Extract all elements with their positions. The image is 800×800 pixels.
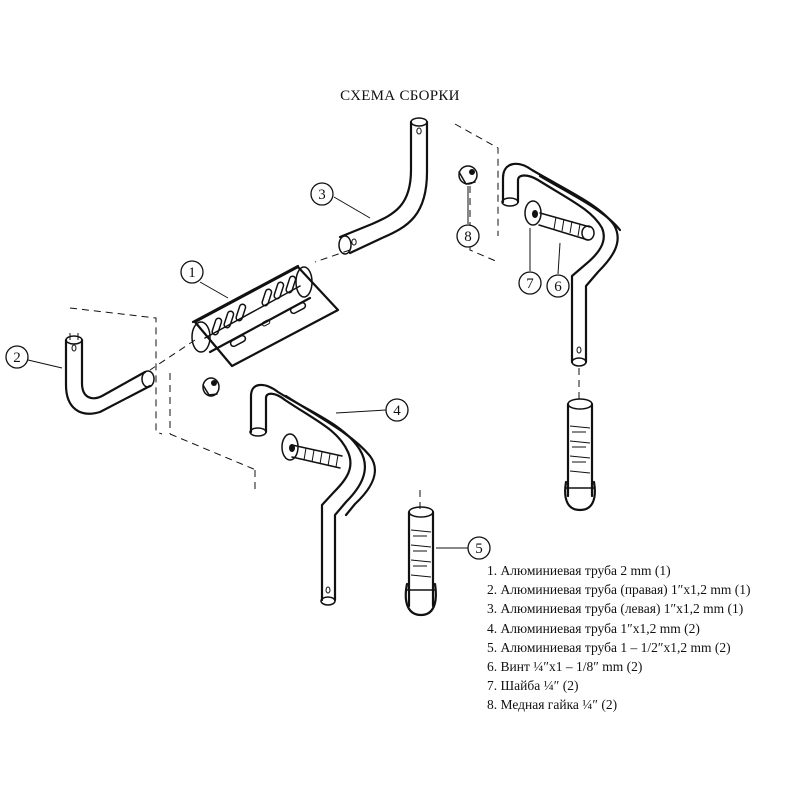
callout-3-label: 3: [318, 187, 326, 203]
callout-1-label: 1: [188, 265, 196, 281]
callout-8-label: 8: [464, 229, 472, 245]
legend-item: 1. Алюминиевая труба 2 mm (1): [487, 563, 671, 578]
part-1-center-plate: [191, 264, 340, 368]
callout-5-circle: [467, 536, 491, 560]
part-8-nut-left: [202, 377, 220, 397]
legend-item: 3. Алюминиевая труба (левая) 1″x1,2 mm (…: [487, 601, 744, 617]
legend-item: 5. Алюминиевая труба 1 – 1/2″x1,2 mm (2): [487, 639, 731, 655]
legend-item: 8. Медная гайка ¼″ (2): [487, 697, 618, 713]
callout-6-label: 6: [554, 279, 562, 295]
legend-item: 6. Винт ¼″x1 – 1/8″ mm (2): [487, 659, 643, 675]
callout-3-circle: [310, 182, 334, 206]
callout-7-label: 7: [526, 276, 534, 292]
assembly-lines: [69, 123, 580, 510]
part-4-frame-tube-rear: [501, 162, 622, 367]
diagram-title: СХЕМА СБОРКИ: [340, 88, 460, 104]
callout-2-label: 2: [13, 350, 21, 366]
callout-1-circle: [180, 260, 204, 284]
callout-5-label: 5: [475, 541, 483, 557]
callout-6-circle: [546, 274, 570, 298]
callout-2-circle: [5, 345, 29, 369]
parts-legend: 1. Алюминиевая труба 2 mm (1) 2. Алюмини…: [487, 561, 797, 715]
part-5-tip-front: [404, 506, 437, 617]
legend-item: 7. Шайба ¼″ (2): [487, 678, 579, 694]
legend-item: 4. Алюминиевая труба 1″x1,2 mm (2): [487, 620, 700, 636]
callout-4-label: 4: [393, 403, 401, 419]
part-4-frame-tube-front: [249, 383, 376, 606]
part-8-nut-right: [458, 165, 478, 185]
part-3-left-tube: [338, 117, 429, 255]
callout-7-circle: [518, 271, 542, 295]
legend-item: 2. Алюминиевая труба (правая) 1″x1,2 mm …: [487, 582, 751, 598]
callout-8-circle: [456, 224, 480, 248]
part-5-tip-rear: [564, 398, 596, 512]
callout-4-circle: [385, 398, 409, 422]
part-2-right-tube: [64, 333, 155, 415]
callouts: 3 1 2 4 5 8 7: [5, 182, 570, 560]
